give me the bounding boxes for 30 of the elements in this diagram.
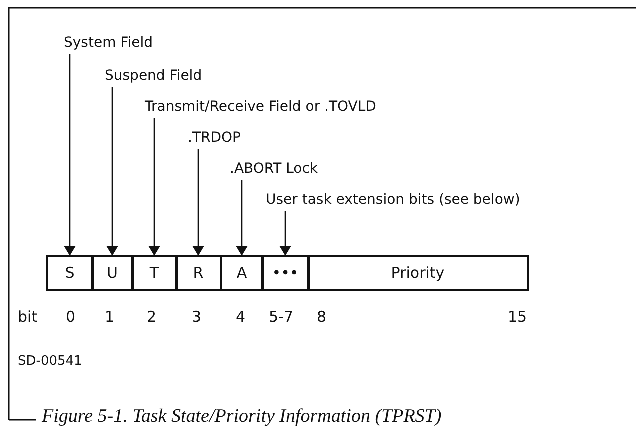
figure-caption: Figure 5-1. Task State/Priority Information (TPRST) <box>42 406 442 428</box>
bit-field-cell: S <box>46 255 94 291</box>
bit-field-cell: R <box>175 255 222 291</box>
bit-number: 15 <box>508 308 528 326</box>
bit-field-cell: T <box>131 255 178 291</box>
field-label: .TRDOP <box>188 129 241 147</box>
bit-field-cell: A <box>220 255 264 291</box>
arrow <box>236 180 248 256</box>
arrow <box>64 54 76 256</box>
arrow <box>192 149 204 256</box>
bit-number: 8 <box>317 308 327 326</box>
bit-number: 1 <box>105 308 115 326</box>
bit-field-cell: ••• <box>261 255 310 291</box>
field-label: Transmit/Receive Field or .TOVLD <box>145 98 376 116</box>
field-label: System Field <box>64 34 153 52</box>
bit-number: 3 <box>192 308 202 326</box>
bit-label: bit <box>18 308 38 326</box>
arrow <box>106 87 118 256</box>
arrow <box>148 118 160 256</box>
bit-field-cell: Priority <box>307 255 529 291</box>
bit-number: 5-7 <box>269 308 294 326</box>
arrow <box>280 211 292 256</box>
bit-number: 0 <box>66 308 76 326</box>
bit-number: 4 <box>236 308 246 326</box>
field-label: .ABORT Lock <box>230 160 318 178</box>
bit-number: 2 <box>147 308 157 326</box>
field-label: User task extension bits (see below) <box>266 191 520 209</box>
drawing-number: SD-00541 <box>18 354 82 369</box>
bit-field-cell: U <box>91 255 134 291</box>
field-label: Suspend Field <box>105 67 202 85</box>
